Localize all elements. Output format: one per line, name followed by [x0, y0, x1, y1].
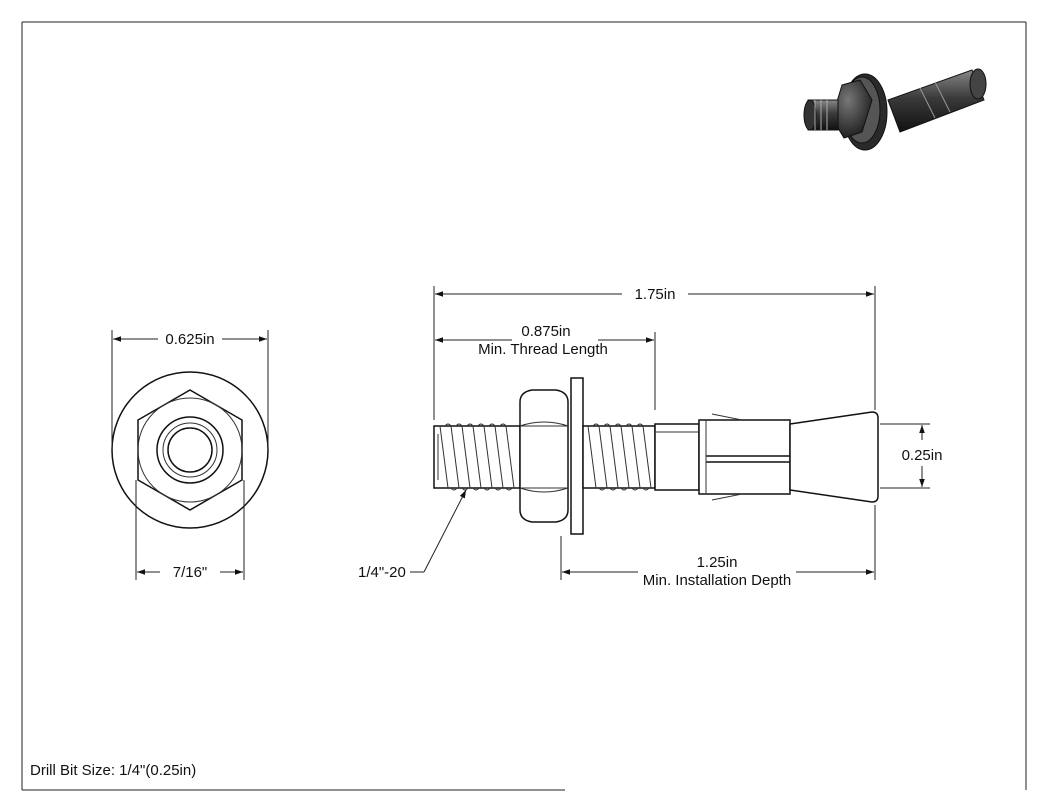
dim-diameter: 0.25in [880, 423, 943, 489]
thread-callout-label: 1/4"-20 [358, 564, 406, 581]
dim-hex-size: 7/16" [135, 480, 245, 581]
overall-length-label: 1.75in [635, 286, 676, 303]
hex-size-label: 7/16" [173, 564, 208, 581]
thread-callout: 1/4"-20 [358, 489, 467, 581]
dim-thread-length: 0.875in Min. Thread Length [435, 323, 656, 410]
diameter-label: 0.25in [902, 447, 943, 464]
thread-lines-right [587, 423, 652, 491]
isometric-thumbnail [803, 68, 987, 151]
dim-outer-diameter: 0.625in [111, 330, 269, 450]
dim-overall-length: 1.75in [433, 286, 876, 420]
drill-bit-note: Drill Bit Size: 1/4"(0.25in) [30, 762, 196, 779]
thread-length-value: 0.875in [521, 323, 570, 340]
side-view [433, 377, 879, 535]
install-depth-caption: Min. Installation Depth [643, 572, 791, 589]
thread-length-caption: Min. Thread Length [478, 341, 608, 358]
front-view [111, 371, 269, 529]
dim-install-depth: 1.25in Min. Installation Depth [560, 505, 876, 589]
outer-diameter-label: 0.625in [165, 331, 214, 348]
install-depth-value: 1.25in [697, 554, 738, 571]
drawing-frame [21, 21, 1027, 791]
